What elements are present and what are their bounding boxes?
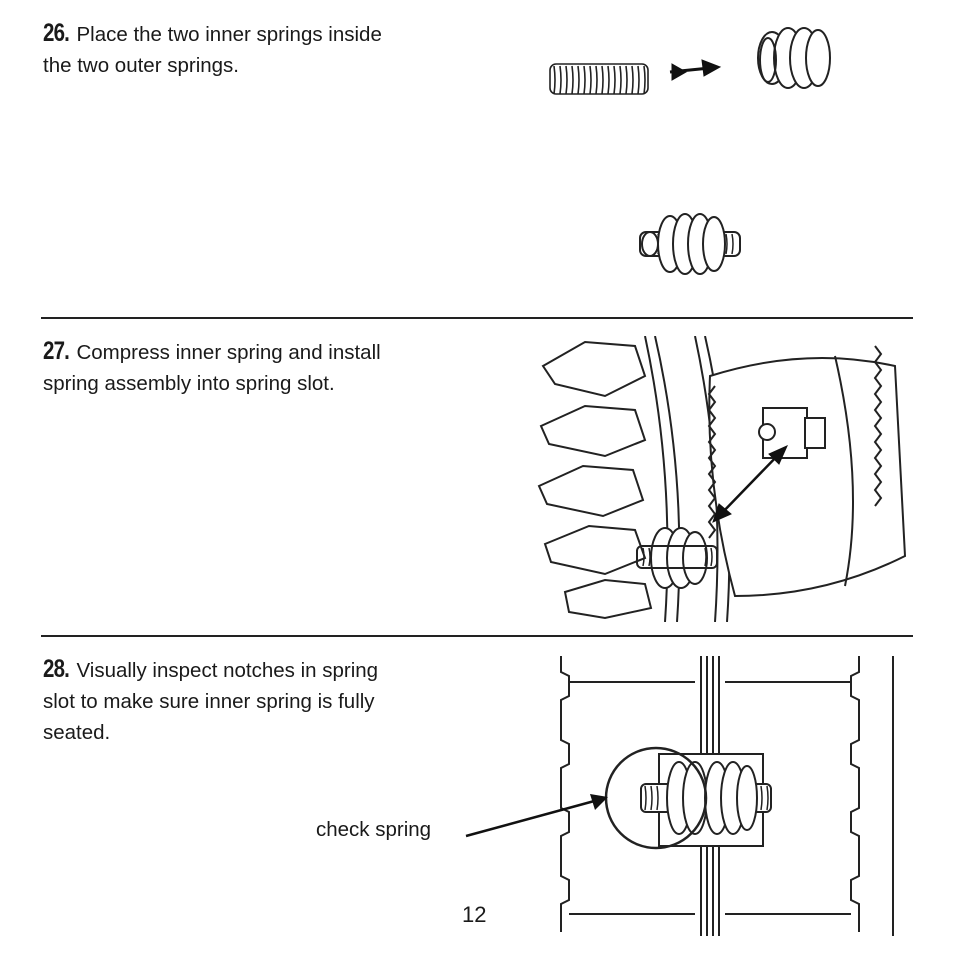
step-number: 27.: [43, 337, 70, 365]
page-number: 12: [462, 902, 487, 927]
check-spring-label: check spring: [316, 818, 432, 841]
small-spring-icon: [549, 63, 649, 95]
step-text: Compress inner spring and install spring…: [43, 341, 381, 395]
divider: [41, 635, 913, 637]
gear-housing-icon: [537, 336, 907, 622]
spring-assembly-icon: [639, 213, 741, 275]
spring-slot-icon: [560, 656, 894, 936]
step-27: 27. Compress inner spring and install sp…: [43, 336, 403, 399]
large-spring-icon: [757, 27, 831, 89]
figure-step-26: [540, 20, 850, 300]
step-text: Place the two inner springs inside the t…: [43, 23, 382, 77]
callout-arrow-icon: [465, 794, 608, 838]
step-26: 26. Place the two inner springs inside t…: [43, 18, 403, 81]
figure-step-28: [555, 652, 905, 936]
arrow-icon: [669, 59, 722, 81]
divider: [41, 317, 913, 319]
figure-step-27: [505, 336, 915, 622]
step-text: Visually inspect notches in spring slot …: [43, 659, 379, 744]
step-number: 28.: [43, 655, 70, 683]
step-number: 26.: [43, 19, 70, 47]
step-28: 28. Visually inspect notches in spring s…: [43, 654, 403, 748]
